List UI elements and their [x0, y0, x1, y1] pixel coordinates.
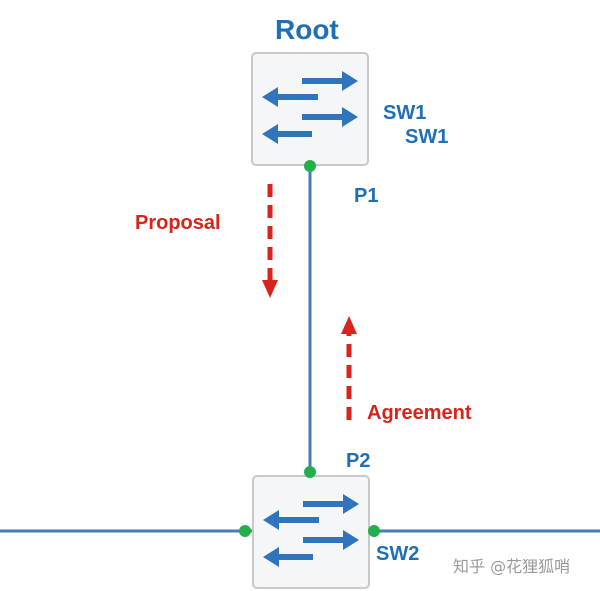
- port-p1-dot: [304, 160, 316, 172]
- agreement-arrow-icon: [341, 316, 357, 420]
- agreement-label: Agreement: [367, 402, 472, 424]
- proposal-label: Proposal: [135, 212, 221, 234]
- port-p2-dot: [304, 466, 316, 478]
- port-left-dot: [239, 525, 251, 537]
- sw1-label-b: SW1: [405, 126, 448, 148]
- port-p1-label: P1: [354, 185, 378, 207]
- sw2-switch-icon: [252, 475, 370, 589]
- sw2-label: SW2: [376, 543, 419, 565]
- sw1-label-a: SW1: [383, 102, 426, 124]
- root-label: Root: [275, 14, 339, 45]
- sw1-switch-icon: [251, 52, 369, 166]
- watermark-text: 知乎 @花狸狐哨: [453, 557, 570, 576]
- port-right-dot: [368, 525, 380, 537]
- port-p2-label: P2: [346, 450, 370, 472]
- proposal-arrow-icon: [262, 184, 278, 298]
